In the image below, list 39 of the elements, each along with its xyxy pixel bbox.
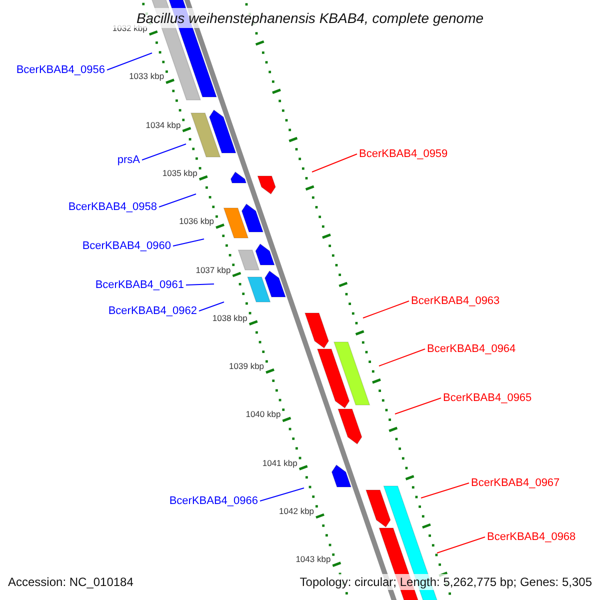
leader-line	[362, 300, 410, 318]
tick-label: 1040 kbp	[246, 410, 281, 419]
tick-label: 1042 kbp	[279, 507, 314, 516]
tick-label: 1043 kbp	[296, 555, 331, 564]
tick-label: 1041 kbp	[262, 458, 298, 468]
gene-label: BcerKBAB4_0963	[411, 294, 500, 308]
accession-text: Accession: NC_010184	[8, 574, 134, 590]
tick-label: 1038 kbp	[212, 314, 248, 322]
gene-label: BcerKBAB4_0964	[427, 342, 516, 356]
gene-label: BcerKBAB4_0961	[95, 278, 184, 292]
genome-summary-text: Topology: circular; Length: 5,262,775 bp; Genes: 5,305	[300, 574, 592, 590]
gene-label: prsA	[117, 153, 140, 167]
tick-label: 1036 kbp	[179, 217, 214, 226]
leader-line	[172, 238, 204, 246]
tick-label: 1039 kbp	[229, 362, 264, 371]
gene-label: BcerKBAB4_0959	[359, 147, 448, 161]
leader-line	[198, 302, 224, 312]
tick-label: 1037 kbp	[196, 266, 231, 274]
tick-label: 1034 kbp	[146, 120, 181, 130]
gene-label: BcerKBAB4_0967	[471, 476, 560, 490]
gene-label: BcerKBAB4_0958	[68, 200, 157, 214]
leader-line	[142, 144, 186, 160]
leader-line	[186, 284, 214, 286]
tick-label: 1035 kbp	[162, 168, 198, 178]
leader-line	[260, 488, 304, 502]
leader-line	[106, 52, 152, 70]
gene-label: BcerKBAB4_0965	[443, 391, 532, 405]
leader-line	[436, 536, 486, 554]
gene-label: BcerKBAB4_0960	[82, 239, 171, 253]
gene-label: BcerKBAB4_0968	[487, 530, 576, 544]
tick-label: 1033 kbp	[129, 72, 164, 81]
gene-label: BcerKBAB4_0962	[108, 304, 197, 318]
leader-line	[312, 154, 358, 172]
leader-line	[158, 194, 196, 208]
gene-label: BcerKBAB4_0956	[16, 63, 105, 77]
leader-line	[378, 348, 426, 366]
leader-line	[420, 482, 470, 498]
leader-line	[394, 398, 442, 414]
gene-label: BcerKBAB4_0966	[169, 494, 258, 508]
